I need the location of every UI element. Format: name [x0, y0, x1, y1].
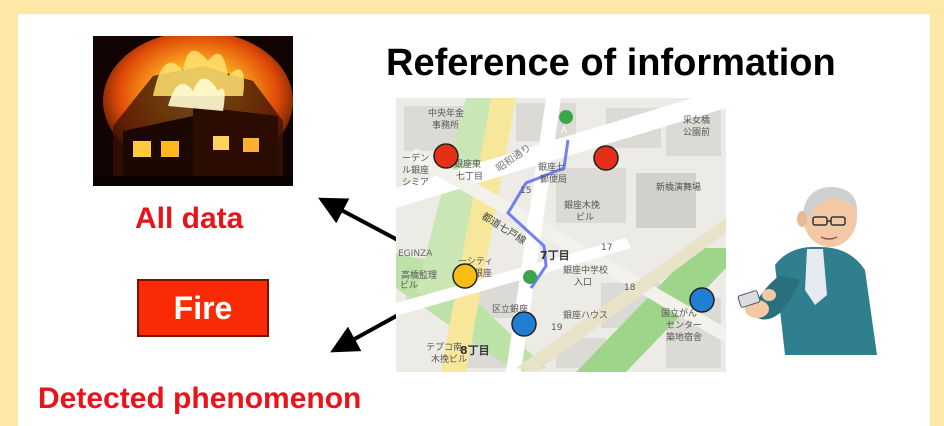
- map-label: 銀座中学校: [563, 264, 608, 276]
- map-label: 高橋監理: [401, 269, 437, 281]
- map-label: 銀座木挽: [564, 199, 600, 211]
- map-label: ビル: [576, 212, 594, 223]
- map-label: 15: [520, 186, 531, 196]
- red-marker: [433, 143, 459, 169]
- map-label: 新橋演舞場: [656, 181, 701, 193]
- map-label: 木挽ビル: [431, 353, 467, 365]
- map-label: 銀座七: [538, 161, 565, 173]
- map-label: 区立銀座: [492, 303, 528, 315]
- map-label: 公園前: [683, 126, 710, 138]
- svg-text:B: B: [526, 287, 532, 297]
- fire-label-box: Fire: [137, 279, 269, 337]
- map-label: 築地宿舎: [666, 331, 702, 343]
- map-label: 郵便局: [540, 173, 567, 185]
- page-title: Reference of information: [386, 42, 836, 84]
- map-label: ーシティ: [458, 256, 493, 267]
- map-label: 7丁目: [540, 249, 570, 262]
- yellow-marker: [452, 263, 478, 289]
- map-label: 事務所: [432, 119, 459, 131]
- map-label: テプコ南: [426, 341, 462, 353]
- map-label: 19: [551, 323, 563, 333]
- map-label: センター: [666, 320, 702, 331]
- map-label: 18: [624, 283, 636, 293]
- street-map: A B 中央年金 事務所 昭和通り 銀座東 七丁目 銀座七 郵便局 銀座木挽 ビ…: [396, 98, 726, 372]
- red-marker: [593, 145, 619, 171]
- svg-text:A: A: [561, 126, 568, 136]
- map-label: 入口: [574, 277, 592, 288]
- map-label: EGINZA: [398, 249, 433, 259]
- map-label: 8丁目: [460, 344, 490, 357]
- map-label: 中央年金: [428, 107, 464, 119]
- map-label: ーデン: [402, 152, 429, 164]
- map-label: ル銀座: [402, 164, 429, 176]
- map-label: 17: [601, 243, 612, 253]
- burning-house-image: [93, 36, 293, 186]
- all-data-label: All data: [135, 202, 244, 235]
- blue-marker: [511, 311, 537, 337]
- detected-phenomenon-label: Detected phenomenon: [38, 382, 362, 415]
- map-pin-a: A: [559, 110, 574, 142]
- elderly-man-illustration: [737, 187, 877, 355]
- map-label: ビル: [400, 280, 418, 291]
- map-label: 采女橋: [683, 114, 710, 126]
- map-label: シミア: [402, 178, 429, 188]
- fire-label: Fire: [173, 289, 233, 326]
- map-label: 銀座東: [454, 158, 481, 170]
- map-label: 七丁目: [456, 171, 483, 182]
- map-label: 国立がん: [661, 307, 697, 319]
- map-label: 銀座ハウス: [563, 309, 608, 321]
- blue-marker: [689, 287, 715, 313]
- map-pin-b: B: [523, 270, 538, 302]
